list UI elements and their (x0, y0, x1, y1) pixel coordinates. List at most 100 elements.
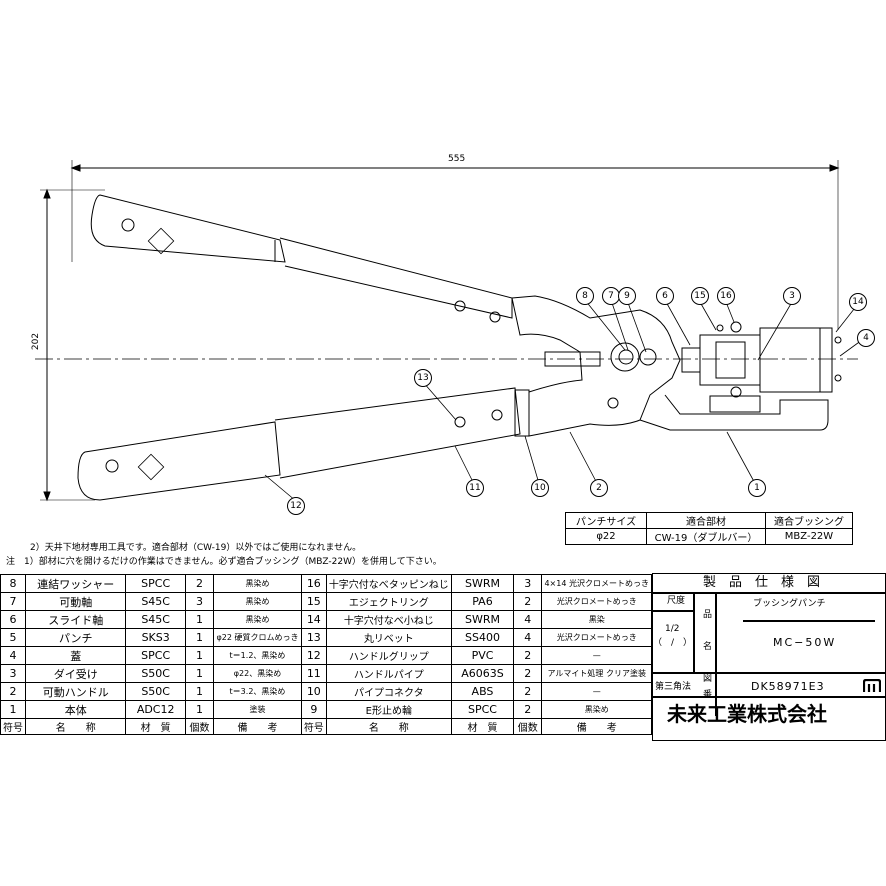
header-no-2: 符号 (300, 718, 327, 735)
part-note: 光沢クロメートめっき (541, 592, 652, 611)
part-qty: 2 (513, 700, 543, 719)
part-name: ハンドルグリップ (325, 646, 452, 665)
part-material: SKS3 (125, 628, 186, 647)
balloon-6: 6 (656, 287, 674, 305)
bushing-punch-size: φ22 (565, 528, 647, 545)
part-qty: 1 (184, 646, 215, 665)
bushing-model: MBZ-22W (765, 528, 853, 545)
spec-block: 製 品 仕 様 図 尺度 1/2 （ / ） 品 名 ブッシングパンチ MC−5… (652, 573, 886, 741)
dim-arrow-right (829, 164, 840, 172)
part-note: 黒染め (541, 700, 652, 719)
part-no: 2 (0, 682, 26, 701)
part-material: S45C (125, 592, 186, 611)
part-note: 黒染め (213, 574, 302, 593)
company-logo-icon (863, 679, 881, 692)
header-note: 備 考 (213, 718, 302, 735)
drawing-number: DK58971E3 (751, 680, 825, 693)
part-qty: 1 (184, 628, 215, 647)
bushing-header-bushing: 適合ブッシング (765, 512, 853, 529)
part-note: 4×14 光沢クロメートめっき (541, 574, 652, 593)
tool-head (511, 295, 842, 437)
scale-label: 尺度 (667, 596, 686, 606)
hin-label: 品 (703, 610, 713, 620)
header-no: 符号 (0, 718, 26, 735)
upper-handle (90, 194, 513, 323)
part-name: 可動ハンドル (24, 682, 127, 701)
ban-label: 番 (703, 690, 713, 700)
part-material: S50C (125, 664, 186, 683)
part-no: 10 (300, 682, 327, 701)
part-no: 14 (300, 610, 327, 629)
part-note: 黒染 (541, 610, 652, 629)
spec-title: 製 品 仕 様 図 (703, 575, 821, 590)
dimension-length-label: 555 (448, 154, 466, 164)
part-qty: 2 (513, 646, 543, 665)
part-note: — (541, 682, 652, 701)
header-note-2: 備 考 (541, 718, 652, 735)
product-name: ブッシングパンチ (753, 599, 826, 609)
part-no: 15 (300, 592, 327, 611)
part-note: 光沢クロメートめっき (541, 628, 652, 647)
part-no: 11 (300, 664, 327, 683)
part-no: 8 (0, 574, 26, 593)
part-qty: 2 (513, 664, 543, 683)
part-no: 6 (0, 610, 26, 629)
part-qty: 1 (184, 664, 215, 683)
part-no: 12 (300, 646, 327, 665)
part-material: A6063S (450, 664, 515, 683)
part-name: 十字穴付なべ小ねじ (325, 610, 452, 629)
part-material: SPCC (125, 646, 186, 665)
part-name: 丸リベット (325, 628, 452, 647)
part-qty: 3 (513, 574, 543, 593)
part-note: 黒染め (213, 592, 302, 611)
part-name: 十字穴付なべタッピンねじ (325, 574, 452, 593)
part-name: 蓋 (24, 646, 127, 665)
part-material: ABS (450, 682, 515, 701)
balloon-16: 16 (717, 287, 735, 305)
part-qty: 1 (184, 610, 215, 629)
header-qty: 個数 (184, 718, 215, 735)
part-qty: 4 (513, 628, 543, 647)
part-note: φ22、黒染め (213, 664, 302, 683)
part-material: SPCC (125, 574, 186, 593)
balloon-4: 4 (857, 329, 875, 347)
part-material: S50C (125, 682, 186, 701)
header-material-2: 材 質 (450, 718, 515, 735)
part-no: 13 (300, 628, 327, 647)
header-name: 名 称 (24, 718, 127, 735)
balloon-10: 10 (531, 479, 549, 497)
balloon-14: 14 (849, 293, 867, 311)
part-name: 本体 (24, 700, 127, 719)
dim-arrow-left (70, 164, 81, 172)
part-note: t＝1.2、黒染め (213, 646, 302, 665)
part-material: ADC12 (125, 700, 186, 719)
part-no: 3 (0, 664, 26, 683)
part-qty: 2 (184, 574, 215, 593)
part-no: 7 (0, 592, 26, 611)
part-name: ダイ受け (24, 664, 127, 683)
part-no: 5 (0, 628, 26, 647)
bushing-header-punch: パンチサイズ (565, 512, 647, 529)
part-name: パイプコネクタ (325, 682, 452, 701)
balloon-11: 11 (466, 479, 484, 497)
header-name-2: 名 称 (325, 718, 452, 735)
part-material: SPCC (450, 700, 515, 719)
zu-label: 図 (703, 674, 713, 684)
bushing-member: CW-19（ダブルバー） (646, 528, 766, 545)
part-material: S45C (125, 610, 186, 629)
scale-paren: （ / ） (653, 638, 693, 648)
lower-handle (77, 387, 530, 501)
part-no: 1 (0, 700, 26, 719)
part-qty: 1 (184, 700, 215, 719)
balloon-3: 3 (783, 287, 801, 305)
balloon-13: 13 (414, 369, 432, 387)
part-note: t＝3.2、黒染め (213, 682, 302, 701)
balloon-15: 15 (691, 287, 709, 305)
note-2: 2）天井下地材専用工具です。適合部材（CW-19）以外ではご使用になれません。 (30, 543, 362, 553)
